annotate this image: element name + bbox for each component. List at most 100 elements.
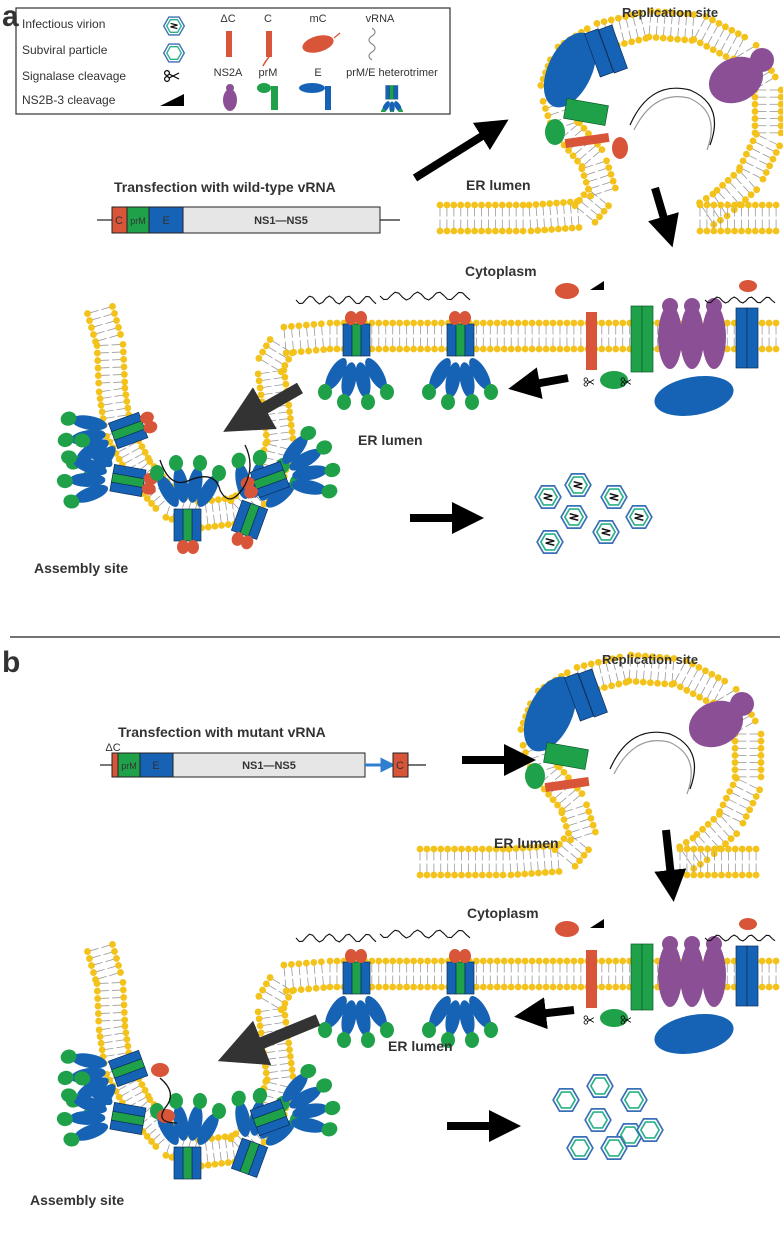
- ns2a-head-icon: [750, 48, 774, 72]
- assembly-trimer: [240, 425, 341, 499]
- er-trimer: [318, 311, 394, 410]
- vrna-strand: [295, 295, 377, 305]
- vrna-strand: [629, 87, 716, 146]
- assembly-trimer: [249, 1063, 341, 1137]
- panel-b-er-lumen-top: ER lumen: [494, 835, 559, 851]
- prm-tm: [563, 98, 609, 126]
- prm-tm: [641, 943, 654, 1011]
- ns2a-icon: [680, 943, 704, 1007]
- arrow-to-assembly: [508, 367, 569, 399]
- genome-a-ns: NS1—NS5: [254, 215, 308, 227]
- genome-a-prm: prM: [130, 216, 146, 226]
- arrow-assembly-site: [217, 1014, 321, 1066]
- arrow-to-er: [648, 186, 679, 248]
- ns2a-icon: [680, 305, 704, 369]
- ns2a-head-icon: [706, 936, 722, 952]
- envelope-ectodomain: [654, 1014, 734, 1054]
- envelope-tm: [735, 945, 748, 1007]
- legend-c: C: [264, 13, 272, 25]
- cleavage-triangle-icon: [160, 94, 184, 106]
- prm-tm: [543, 742, 589, 770]
- legend-ns2a: NS2A: [214, 67, 243, 79]
- envelope-tm: [578, 668, 608, 718]
- panel-b: [56, 651, 780, 1180]
- genome-b-e: E: [152, 760, 159, 772]
- envelope-tm: [746, 945, 759, 1007]
- er-trimer: [422, 311, 498, 410]
- cleavage-triangle-icon: [590, 281, 604, 290]
- vrna-strand: [613, 740, 692, 795]
- ns2a-icon: [702, 943, 726, 1007]
- panel-a-er-lumen-top: ER lumen: [466, 177, 531, 193]
- er-trimer: [318, 949, 394, 1048]
- ns2a-icon: [658, 305, 682, 369]
- panel-a-er-assembly: [56, 280, 780, 554]
- genome-b-c-end: C: [396, 760, 404, 772]
- prm-pr-domain: [525, 763, 545, 789]
- prm-tm: [641, 305, 654, 373]
- panel-a-transfection: Transfection with wild-type vRNA: [114, 179, 336, 195]
- panel-a-assembly-site: Assembly site: [34, 560, 128, 576]
- legend-signalase: Signalase cleavage: [22, 69, 126, 83]
- subviral-particle-icon: [636, 1118, 664, 1142]
- er-trimer: [422, 949, 498, 1048]
- envelope-tm: [598, 24, 628, 74]
- envelope-tm: [564, 672, 594, 722]
- envelope-ectodomain: [654, 376, 734, 416]
- dc-icon: [226, 31, 232, 57]
- vrna-strand: [633, 96, 712, 151]
- ns2a-head-icon: [662, 298, 678, 314]
- subviral-particle-icon: [584, 1108, 612, 1132]
- subviral-cluster: [552, 1074, 664, 1160]
- ns2a-head-icon: [662, 936, 678, 952]
- panel-a-replication-site: [436, 7, 783, 235]
- capsid-icon: [151, 1063, 169, 1077]
- prm-tm: [630, 305, 643, 373]
- virion-particle-icon: [592, 519, 620, 545]
- subviral-particle-icon: [600, 1136, 628, 1160]
- cleavage-triangle-icon: [590, 919, 604, 928]
- virion-particle-icon: [625, 505, 653, 530]
- scissors-icon: [163, 69, 180, 83]
- panel-b-cytoplasm: Cytoplasm: [467, 905, 539, 921]
- arrow-to-er: [654, 829, 687, 902]
- vrna-icon: [368, 27, 376, 61]
- prm-icon: [257, 83, 278, 110]
- capsid-icon: [612, 137, 628, 159]
- ns2a-icon: [708, 56, 764, 104]
- scissors-icon: [620, 1015, 632, 1025]
- ns2a-icon: [658, 943, 682, 1007]
- legend-vrna: vRNA: [366, 13, 395, 25]
- subviral-particle-icon: [552, 1088, 580, 1112]
- envelope-ectodomain: [523, 676, 577, 752]
- panel-b-er-assembly: [56, 918, 780, 1180]
- arrow-to-replication: [412, 119, 509, 182]
- panel-a-er-lumen-bottom: ER lumen: [358, 432, 423, 448]
- genome-b-ns: NS1—NS5: [242, 760, 296, 772]
- virion-particle-icon: [534, 485, 562, 509]
- capsid-anchor: [586, 312, 597, 370]
- virion-particle-icon: [564, 473, 592, 497]
- prm-pr-domain: [545, 119, 565, 145]
- panel-b-replication-site: Replication site: [602, 652, 698, 667]
- panel-a: [56, 7, 783, 555]
- ns2a-head-icon: [684, 298, 700, 314]
- genome-b-prm: prM: [121, 761, 137, 771]
- legend-mc: mC: [309, 13, 326, 25]
- legend-e: E: [314, 67, 321, 79]
- panel-a-genome: C prM E NS1—NS5: [97, 206, 400, 234]
- assembly-trimer: [150, 455, 226, 554]
- envelope-tm: [746, 307, 759, 369]
- panel-b-genome: ΔC prM E NS1—NS5 C: [100, 742, 426, 778]
- assembly-trimer: [56, 433, 158, 509]
- ns2a-icon: [702, 305, 726, 369]
- arrow-to-assembly: [514, 997, 575, 1030]
- subviral-particle-icon: [620, 1088, 648, 1112]
- capsid-icon: [157, 1109, 175, 1123]
- ns2a-icon: [688, 700, 744, 748]
- panel-b-assembly-site: Assembly site: [30, 1192, 124, 1208]
- arrow-assembly-site: [223, 382, 303, 432]
- legend-heterotrimer: prM/E heterotrimer: [346, 67, 438, 79]
- virion-particle-icon: [560, 505, 588, 530]
